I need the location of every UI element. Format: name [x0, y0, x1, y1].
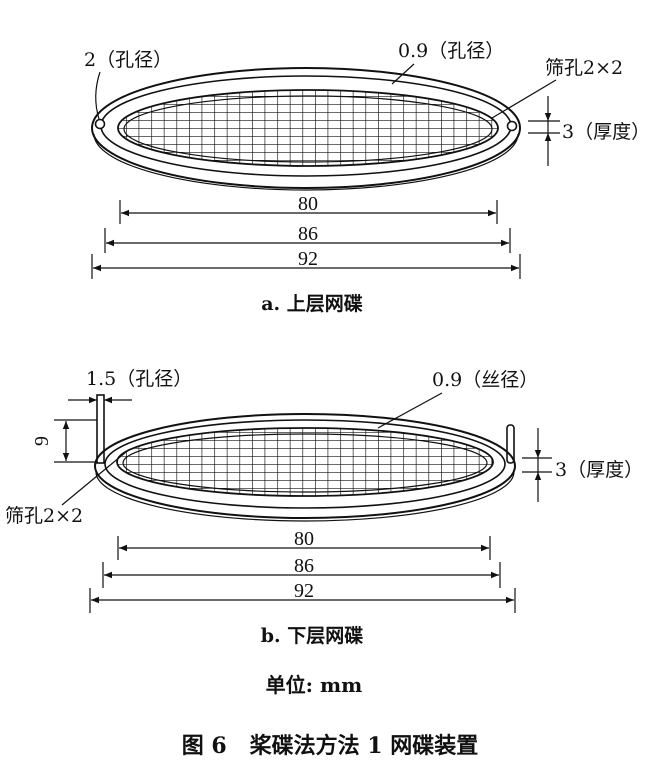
lower-dim-92-value: 92	[294, 580, 314, 602]
lower-thickness-dimension: 3（厚度）	[522, 428, 643, 502]
lower-dim-92: 92	[89, 580, 516, 613]
lower-mesh-leader	[61, 451, 127, 506]
lower-mesh-area	[116, 427, 494, 497]
upper-dimensions: 80 86 92	[91, 193, 521, 279]
lower-dim-80-value: 80	[294, 528, 314, 550]
upper-left-hole	[94, 118, 106, 130]
upper-dim-86: 86	[104, 223, 511, 253]
lower-wire-leader	[377, 392, 443, 429]
upper-dim-92-value: 92	[298, 248, 318, 270]
lower-disc: 1.5（孔径） 0.9（丝径） 9 筛孔2×2 3（厚度）	[5, 368, 643, 647]
lower-disc-body	[94, 394, 516, 522]
upper-wire-leader	[391, 63, 415, 85]
lower-height-dimension: 9	[31, 419, 97, 463]
unit-label: 单位: mm	[266, 673, 363, 697]
upper-dim-92: 92	[91, 248, 521, 279]
lower-inner-rim	[104, 419, 506, 509]
upper-disc: 2（孔径） 0.9（孔径） 筛孔2×2 3（厚度） 80	[84, 40, 650, 315]
lower-mesh-label: 筛孔2×2	[5, 505, 83, 527]
lower-dimensions: 80 86 92	[89, 528, 516, 613]
figure-title: 图 6 桨碟法方法 1 网碟装置	[182, 733, 479, 759]
lower-wire-label: 0.9（丝径）	[432, 369, 538, 391]
upper-mesh-label: 筛孔2×2	[545, 57, 623, 79]
upper-right-hole	[506, 120, 518, 132]
upper-hole-label: 2（孔径）	[84, 49, 172, 71]
lower-rim-thickness-edge	[95, 471, 515, 522]
upper-mesh-area	[117, 89, 499, 167]
lower-dim-86-value: 86	[294, 555, 314, 577]
lower-hole-label: 1.5（孔径）	[86, 368, 192, 390]
upper-disc-body	[91, 67, 521, 191]
upper-wire-label: 0.9（孔径）	[398, 40, 504, 62]
lower-annotations: 1.5（孔径） 0.9（丝径） 9 筛孔2×2 3（厚度）	[5, 368, 643, 527]
lower-dim-86: 86	[102, 555, 501, 588]
upper-disc-caption: a. 上层网碟	[261, 293, 363, 315]
upper-dim-80-value: 80	[298, 193, 318, 215]
upper-outer-rim	[91, 67, 521, 189]
upper-thickness-label: 3（厚度）	[562, 121, 650, 143]
upper-dim-86-value: 86	[298, 223, 318, 245]
upper-hole-leader	[95, 71, 101, 120]
lower-outer-rim	[94, 413, 516, 519]
lower-left-post	[96, 394, 105, 464]
lower-thickness-label: 3（厚度）	[555, 459, 643, 481]
lower-dim-80: 80	[117, 528, 491, 560]
lower-height-label: 9	[31, 436, 53, 446]
upper-thickness-dimension: 3（厚度）	[528, 96, 650, 166]
upper-annotations: 2（孔径） 0.9（孔径） 筛孔2×2 3（厚度）	[84, 40, 650, 166]
upper-mesh-leader	[491, 79, 557, 119]
upper-mesh-inner-edge	[123, 95, 493, 163]
upper-rim-thickness-edge	[93, 133, 519, 191]
lower-disc-caption: b. 下层网碟	[261, 625, 364, 647]
upper-dim-80: 80	[119, 193, 498, 224]
lower-mesh-inner-edge	[122, 433, 488, 493]
